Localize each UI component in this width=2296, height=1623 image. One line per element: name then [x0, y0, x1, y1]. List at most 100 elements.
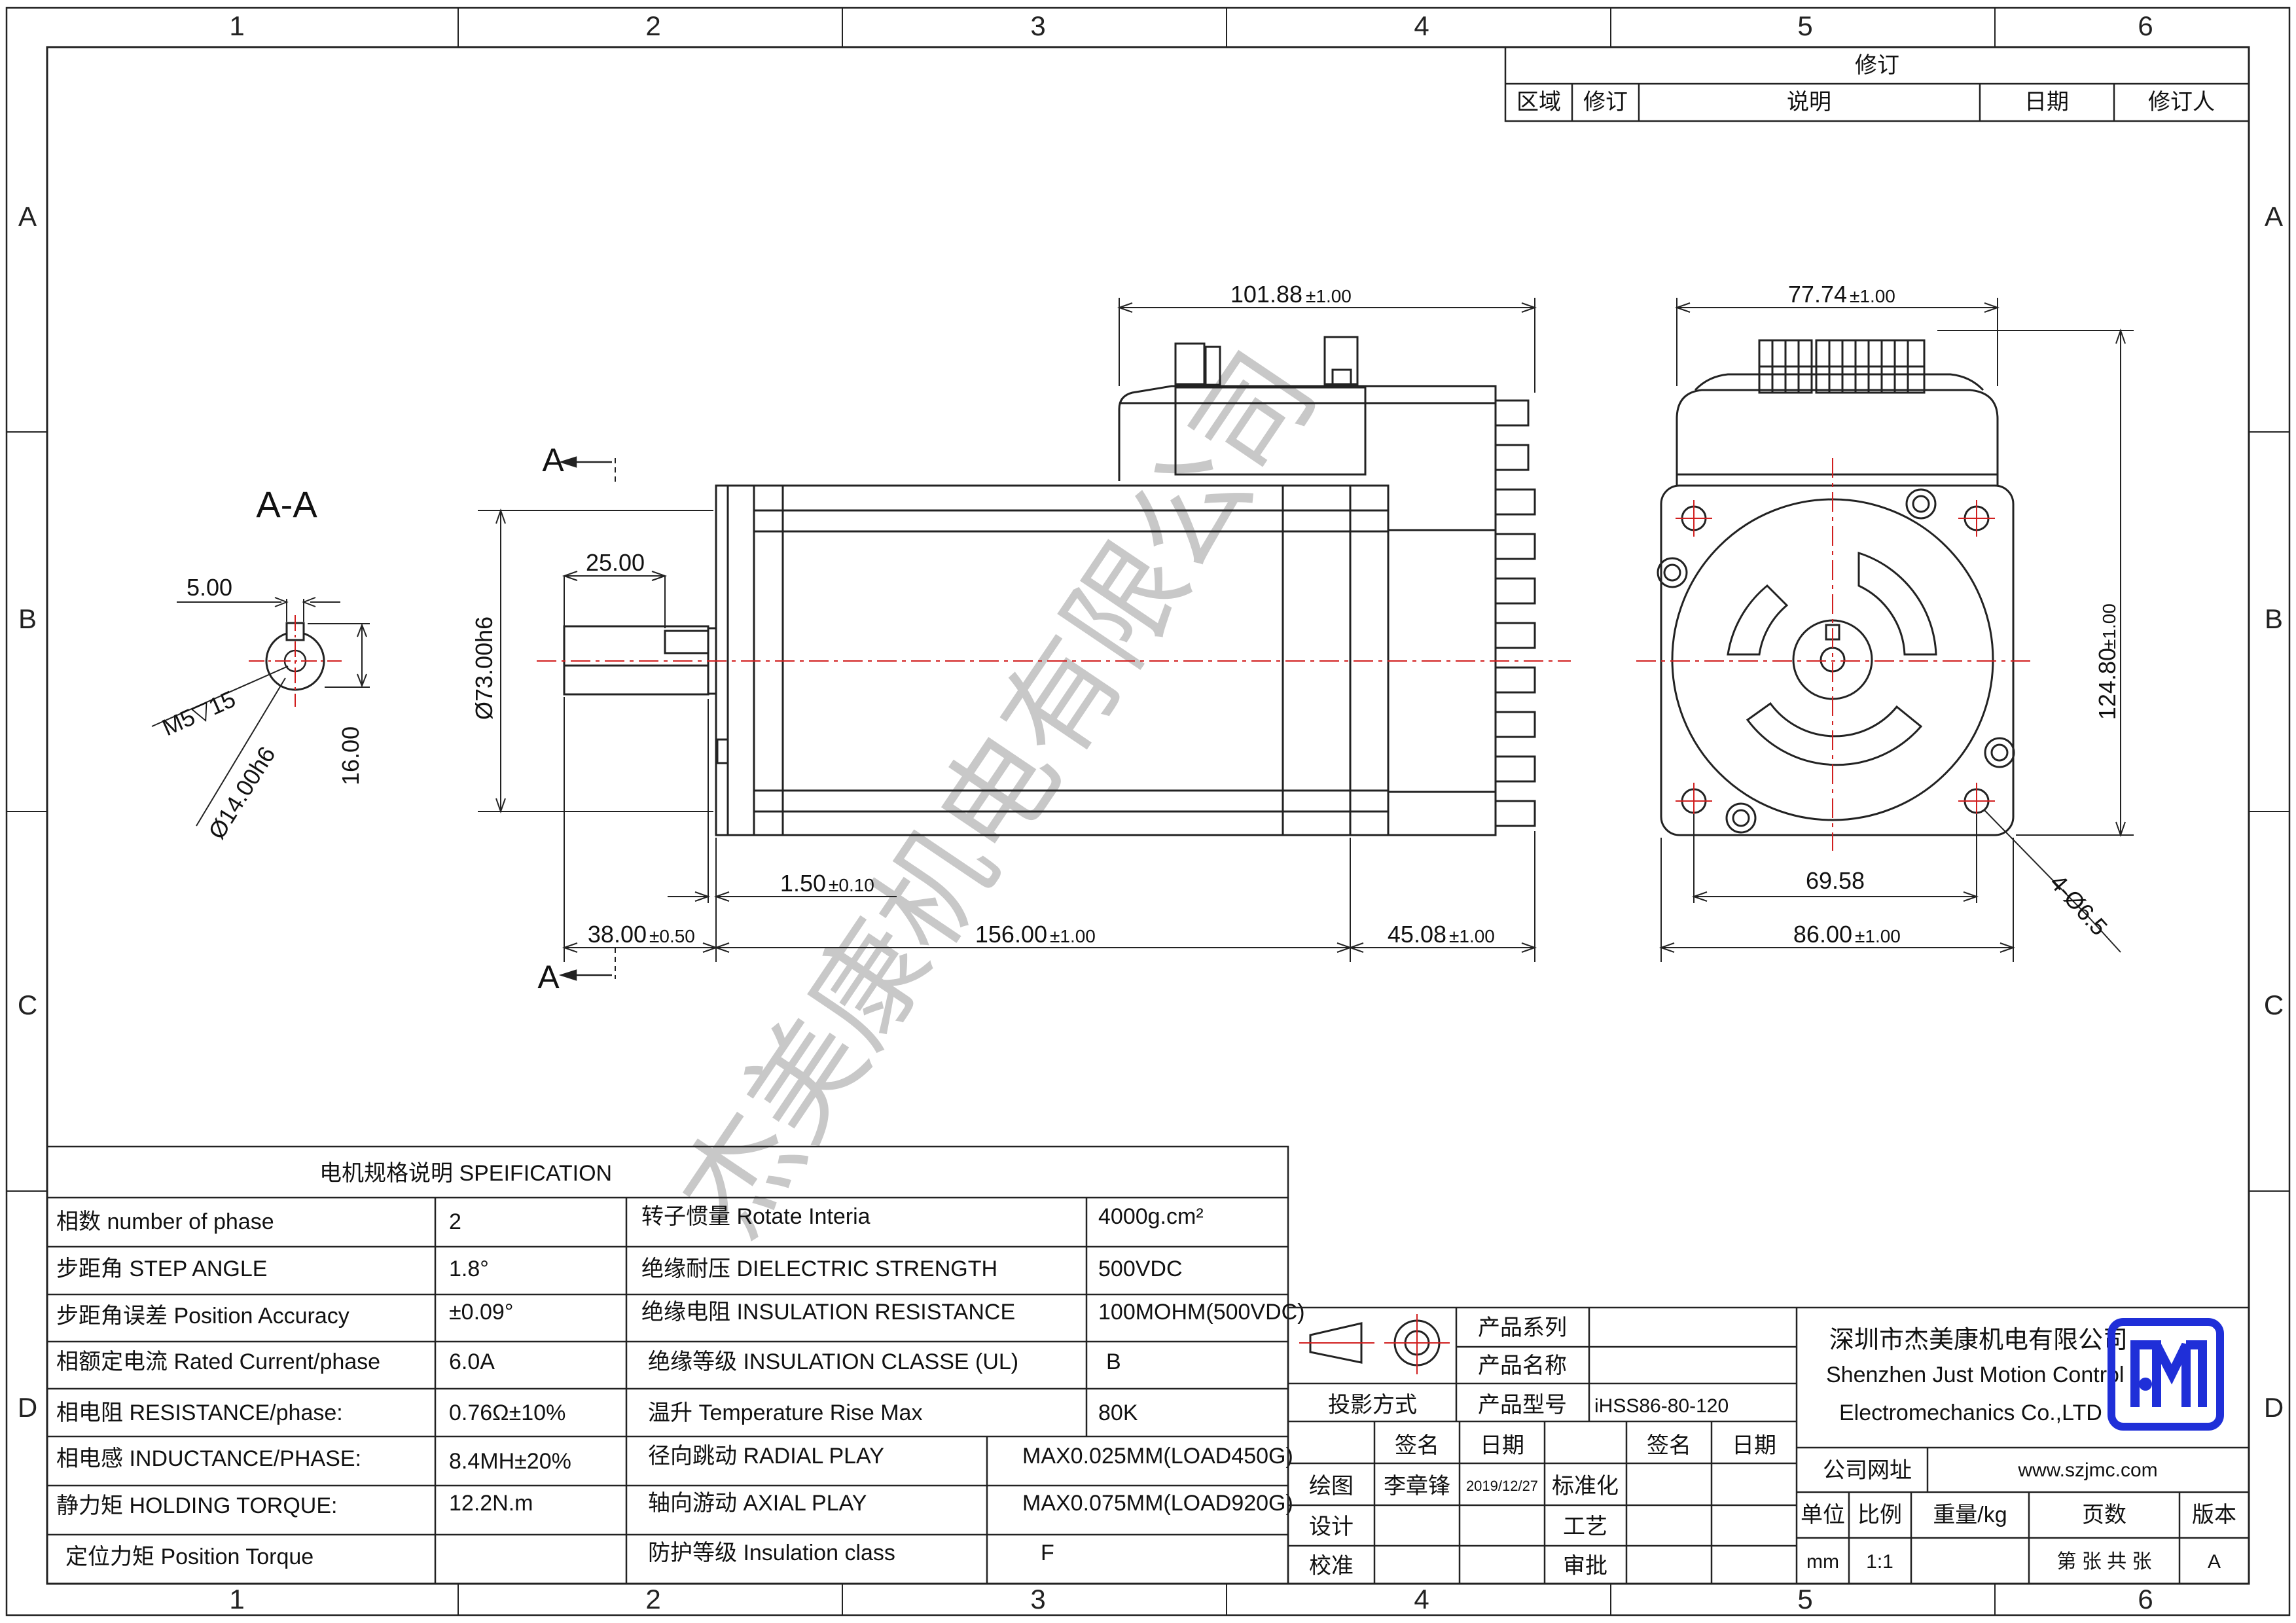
revision-col-rev: 修订: [1583, 90, 1628, 115]
frame-dim: 86.00: [1793, 921, 1852, 948]
key-width-dim: 5.00: [187, 574, 232, 601]
drawer-name: 李章锋: [1384, 1474, 1450, 1499]
spec-r5-c2: 径向跳动 RADIAL PLAY: [648, 1444, 884, 1469]
zone-row-a: A: [18, 201, 37, 232]
scale-label: 比例: [1857, 1503, 1902, 1527]
unit-label: 单位: [1801, 1503, 1845, 1527]
zone-col-2-bottom: 2: [645, 1584, 660, 1614]
driver-length-dim: 101.88: [1230, 281, 1302, 308]
process-label: 工艺: [1563, 1514, 1607, 1539]
spec-r6-c3: MAX0.075MM(LOAD920G): [1022, 1491, 1293, 1516]
zone-col-3: 3: [1030, 10, 1045, 41]
zone-row-b-right: B: [2265, 603, 2283, 634]
rear-length-tol: ±1.00: [1449, 926, 1495, 946]
body-length-dim: 156.00: [975, 921, 1047, 948]
spec-r6-c1: 12.2N.m: [449, 1491, 533, 1516]
spec-r6-c0: 静力矩 HOLDING TORQUE:: [56, 1493, 337, 1518]
spec-r2-c3: 100MOHM(500VDC): [1098, 1300, 1305, 1325]
zone-row-c: C: [18, 990, 37, 1020]
draw-label: 绘图: [1309, 1474, 1354, 1499]
zone-col-1: 1: [229, 10, 244, 41]
projection-label: 投影方式: [1328, 1393, 1417, 1418]
spec-r5-c0: 相电感 INDUCTANCE/PHASE:: [56, 1446, 361, 1471]
date-label-2: 日期: [1732, 1433, 1776, 1458]
company-name-cn: 深圳市杰美康机电有限公司: [1829, 1327, 2128, 1354]
key-length-dim: 25.00: [586, 549, 645, 576]
zone-col-4-bottom: 4: [1414, 1584, 1429, 1614]
revision-table: 修订 区域 修订 说明 日期 修订人: [1504, 46, 2250, 122]
spec-table: 电机规格说明 SPEIFICATION 相数 number of phase 2…: [46, 1145, 1305, 1585]
spec-r4-c2: 温升 Temperature Rise Max: [648, 1400, 922, 1425]
standard-label: 标准化: [1552, 1474, 1619, 1499]
spec-r4-c0: 相电阻 RESISTANCE/phase:: [56, 1400, 343, 1425]
zone-row-d: D: [18, 1392, 37, 1423]
scale-value: 1:1: [1866, 1551, 1893, 1573]
date-label: 日期: [1480, 1433, 1524, 1458]
website-label: 公司网址: [1823, 1458, 1912, 1483]
spec-r2-c1: ±0.09°: [449, 1300, 513, 1325]
draw-date: 2019/12/27: [1466, 1478, 1538, 1494]
hole-pitch-dim: 69.58: [1806, 867, 1865, 894]
revision-title: 修订: [1855, 53, 1899, 78]
spec-r1-c2: 绝缘耐压 DIELECTRIC STRENGTH: [641, 1257, 997, 1281]
shaft-length-dim: 38.00: [588, 921, 647, 948]
flange-dia-dim: Ø73.00h6: [471, 616, 497, 720]
revision-col-area: 区域: [1516, 90, 1561, 115]
approve-label: 审批: [1563, 1554, 1607, 1578]
section-mark-bottom: A: [537, 959, 560, 995]
spec-r7-c3: F: [1041, 1541, 1054, 1565]
spec-r1-c1: 1.8°: [449, 1257, 489, 1281]
version-value: A: [2208, 1551, 2221, 1573]
zone-col-3-bottom: 3: [1030, 1584, 1045, 1614]
spec-r1-c3: 500VDC: [1098, 1257, 1183, 1281]
zone-row-c-right: C: [2264, 990, 2284, 1020]
product-series-label: 产品系列: [1478, 1315, 1567, 1340]
body-length-tol: ±1.00: [1050, 926, 1096, 946]
zone-col-6-bottom: 6: [2138, 1584, 2153, 1614]
zone-row-b: B: [18, 603, 37, 634]
spec-r3-c3: B: [1106, 1349, 1121, 1374]
zone-col-5: 5: [1797, 10, 1812, 41]
sign-label-2: 签名: [1647, 1433, 1691, 1458]
flange-thk-tol: ±0.10: [829, 875, 874, 895]
rear-length-dim: 45.08: [1388, 921, 1446, 948]
design-label: 设计: [1309, 1514, 1354, 1539]
spec-r7-c0: 定位力矩 Position Torque: [65, 1544, 314, 1569]
product-model-label: 产品型号: [1478, 1393, 1567, 1418]
spec-r0-c2: 转子惯量 Rotate Interia: [641, 1204, 870, 1229]
side-view: A A: [471, 281, 1571, 995]
driver-width-tol: ±1.00: [1850, 286, 1895, 306]
spec-r4-c3: 80K: [1098, 1400, 1138, 1425]
revision-col-date: 日期: [2024, 90, 2069, 115]
website-value: www.szjmc.com: [2017, 1459, 2157, 1481]
version-label: 版本: [2192, 1503, 2236, 1527]
revision-col-by: 修订人: [2148, 90, 2215, 115]
spec-r3-c1: 6.0A: [449, 1349, 495, 1374]
pages-label: 页数: [2082, 1503, 2126, 1527]
zone-col-1-bottom: 1: [229, 1584, 244, 1614]
flange-thk-dim: 1.50: [780, 870, 826, 897]
key-depth-dim: 16.00: [337, 726, 364, 785]
spec-r6-c2: 轴向游动 AXIAL PLAY: [648, 1491, 867, 1516]
zone-col-4: 4: [1414, 10, 1429, 41]
section-title: A-A: [256, 484, 317, 525]
check-label: 校准: [1309, 1554, 1354, 1578]
spec-r4-c1: 0.76Ω±10%: [449, 1400, 565, 1425]
height-dim: 124.80: [2094, 648, 2121, 720]
sign-label: 签名: [1395, 1433, 1439, 1458]
spec-r1-c0: 步距角 STEP ANGLE: [56, 1257, 267, 1281]
zone-row-a-right: A: [2265, 201, 2283, 232]
pages-value: 第 张 共 张: [2056, 1551, 2151, 1573]
zone-col-2: 2: [645, 10, 660, 41]
spec-r2-c0: 步距角误差 Position Accuracy: [56, 1304, 350, 1329]
spec-r2-c2: 绝缘电阻 INSULATION RESISTANCE: [641, 1300, 1015, 1325]
spec-r0-c0: 相数 number of phase: [56, 1209, 274, 1234]
zone-col-6: 6: [2138, 10, 2153, 41]
height-tol: ±1.00: [2099, 603, 2119, 649]
company-name-en-1: Shenzhen Just Motion Control: [1826, 1363, 2124, 1387]
spec-r5-c1: 8.4MH±20%: [449, 1449, 571, 1474]
company-name-en-2: Electromechanics Co.,LTD: [1839, 1400, 2102, 1425]
zone-dividers: [7, 8, 2289, 1615]
zone-row-d-right: D: [2264, 1392, 2284, 1423]
product-model-value: iHSS86-80-120: [1594, 1395, 1729, 1417]
